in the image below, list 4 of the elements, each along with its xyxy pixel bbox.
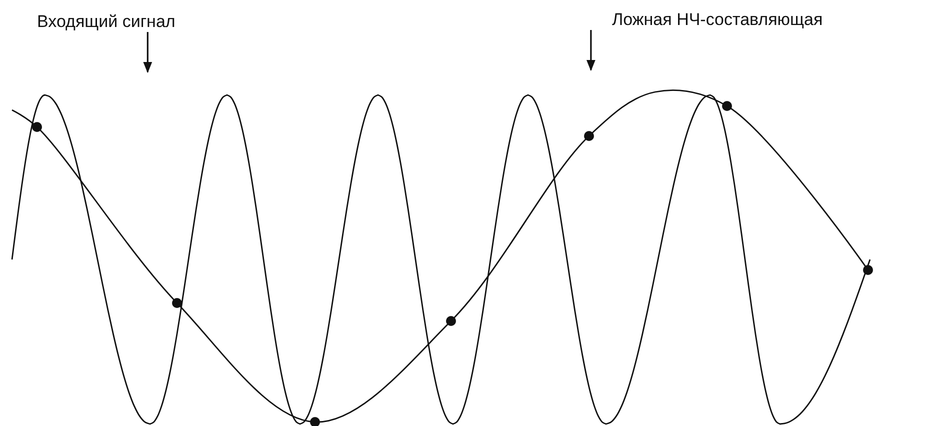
signal-label: Входящий сигнал [37, 12, 176, 32]
signal-label: Ложная НЧ-составляющая [612, 10, 823, 30]
leader-arrow [143, 32, 152, 74]
leader-arrow [586, 30, 596, 72]
